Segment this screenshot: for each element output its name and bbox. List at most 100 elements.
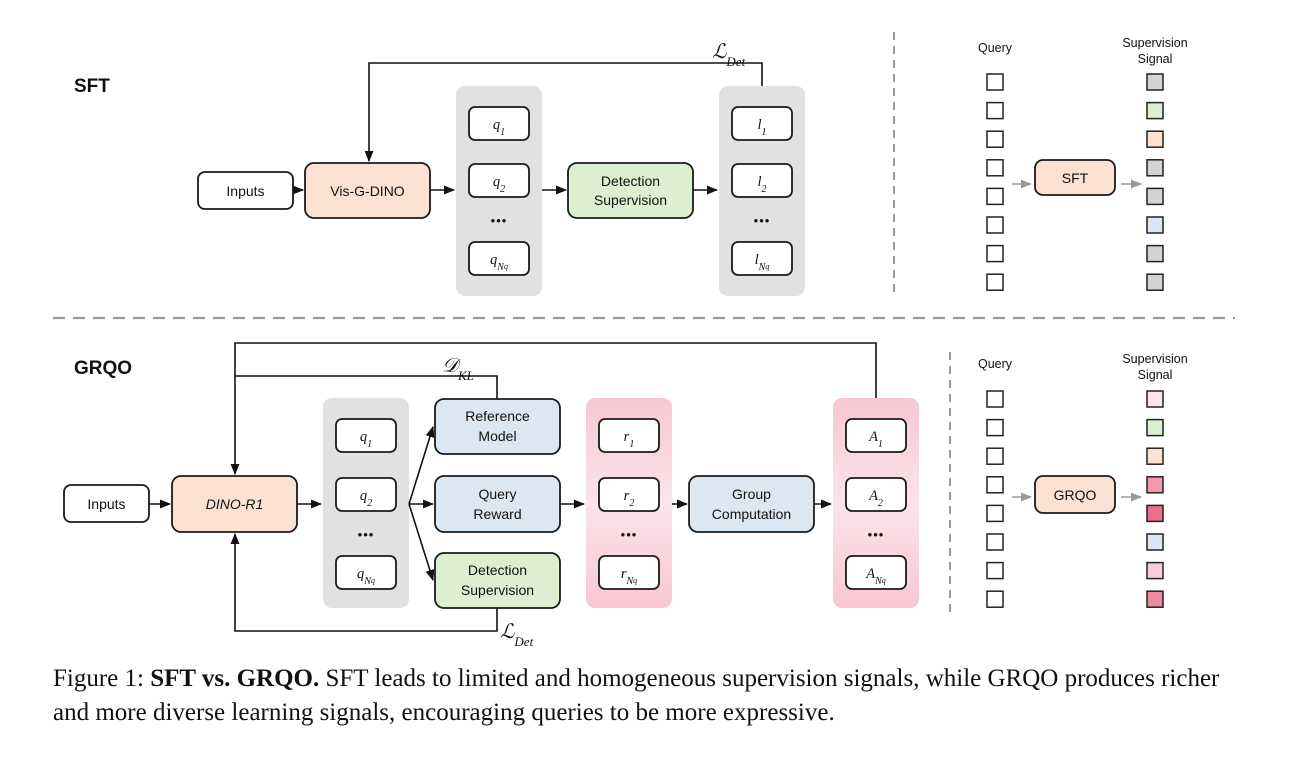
grqo-signal-square — [1146, 533, 1164, 551]
grqo-query-square — [986, 390, 1004, 408]
grqo-square-grid — [986, 390, 1164, 608]
grqo-reward-2: r2 — [624, 488, 635, 509]
grqo-kl-label: 𝒟KL — [442, 355, 474, 383]
grqo-model-label: DINO-R1 — [206, 496, 264, 512]
grqo-group-box — [688, 475, 815, 533]
sft-signal-header-2: Signal — [1138, 52, 1173, 66]
grqo-reward-label-2: Reward — [473, 506, 521, 522]
grqo-advantage-1: A1 — [868, 429, 883, 450]
grqo-query-2-box — [335, 477, 397, 512]
sft-label-1-box — [731, 106, 793, 141]
sft-inputs-label: Inputs — [226, 183, 264, 199]
grqo-signal-square — [1146, 390, 1164, 408]
grqo-advantage-n: ANq — [865, 566, 886, 587]
grqo-query-n-box — [335, 555, 397, 590]
grqo-query-1: q1 — [360, 429, 372, 450]
sft-signal-square — [1146, 101, 1164, 120]
sft-signal-square — [1146, 73, 1164, 91]
sft-method-box — [1034, 159, 1116, 196]
grqo-method-box — [1034, 475, 1116, 514]
sft-query-square — [986, 73, 1004, 91]
grqo-query-square — [986, 418, 1004, 437]
grqo-query-2: q2 — [360, 488, 372, 509]
grqo-query-square — [986, 590, 1004, 608]
grqo-advantage-2-box — [845, 477, 907, 512]
caption-text: SFT leads to limited and homogeneous sup… — [53, 665, 1220, 726]
grqo-loss-feedback-arrow — [230, 532, 498, 632]
sft-detection-label-1: Detection — [601, 173, 660, 189]
grqo-method-label: GRQO — [1054, 487, 1097, 503]
grqo-query-square — [986, 476, 1004, 494]
sft-signal-square — [1146, 187, 1164, 206]
grqo-arrow-to-reference — [408, 425, 435, 505]
grqo-query-square — [986, 447, 1004, 465]
grqo-query-square — [986, 504, 1004, 523]
grqo-query-header: Query — [978, 357, 1013, 371]
grqo-advantage-2: A2 — [868, 488, 883, 509]
grqo-query-1-box — [335, 418, 397, 453]
grqo-reward-1-box — [598, 418, 660, 453]
grqo-signal-square — [1146, 476, 1164, 494]
grqo-signal-square — [1146, 590, 1164, 608]
sft-query-square — [986, 159, 1004, 177]
sft-loss-feedback-arrow — [364, 62, 763, 163]
grqo-reward-2-box — [598, 477, 660, 512]
sft-query-square — [986, 273, 1004, 291]
grqo-reward-n: rNq — [621, 566, 637, 587]
grqo-signal-square — [1146, 418, 1164, 437]
grqo-reward-n-box — [598, 555, 660, 590]
sft-label-n-box — [731, 241, 793, 276]
sft-vs-grqo-diagram: SFT Inputs Vis-G-DINO q1 q2 ••• qNq Dete… — [53, 32, 1235, 649]
sft-signal-header-1: Supervision — [1122, 36, 1187, 50]
grqo-advantage-feedback-arrow — [230, 342, 877, 476]
grqo-reward-ellipsis: ••• — [621, 527, 638, 542]
grqo-detection-label-1: Detection — [468, 562, 527, 578]
grqo-advantage-1-box — [845, 418, 907, 453]
grqo-reward-label-1: Query — [478, 486, 516, 502]
sft-detection-label-2: Supervision — [594, 192, 667, 208]
grqo-signal-square — [1146, 447, 1164, 465]
grqo-reward-1: r1 — [624, 429, 635, 450]
sft-query-ellipsis: ••• — [491, 213, 508, 228]
sft-signal-square — [1146, 273, 1164, 291]
sft-signal-square — [1146, 159, 1164, 177]
grqo-reference-label-1: Reference — [465, 408, 530, 424]
figure-caption: Figure 1: SFT vs. GRQO. SFT leads to lim… — [53, 662, 1253, 730]
grqo-reference-label-2: Model — [478, 428, 516, 444]
sft-query-square — [986, 187, 1004, 206]
grqo-detection-label-2: Supervision — [461, 582, 534, 598]
sft-label-2: l2 — [757, 174, 766, 195]
sft-square-grid — [986, 73, 1164, 291]
grqo-advantage-ellipsis: ••• — [868, 527, 885, 542]
grqo-signal-square — [1146, 504, 1164, 523]
sft-query-1-box — [468, 106, 530, 141]
sft-method-label: SFT — [1062, 170, 1089, 186]
sft-query-square — [986, 244, 1004, 263]
sft-model-label: Vis-G-DINO — [330, 183, 405, 199]
sft-query-2: q2 — [493, 174, 505, 195]
sft-label-2-box — [731, 163, 793, 198]
sft-query-n: qNq — [490, 252, 508, 273]
sft-signal-square — [1146, 216, 1164, 234]
grqo-query-n: qNq — [357, 566, 375, 587]
sft-label-1: l1 — [757, 117, 766, 138]
grqo-query-square — [986, 533, 1004, 551]
caption-bold: SFT vs. GRQO. — [150, 665, 320, 692]
sft-query-square — [986, 216, 1004, 234]
grqo-arrow-to-detection — [408, 503, 435, 582]
grqo-query-ellipsis: ••• — [358, 527, 375, 542]
grqo-inputs-label: Inputs — [87, 496, 125, 512]
sft-query-1: q1 — [493, 117, 505, 138]
grqo-signal-header-1: Supervision — [1122, 352, 1187, 366]
sft-query-square — [986, 101, 1004, 120]
sft-signal-square — [1146, 130, 1164, 148]
sft-section-label: SFT — [74, 76, 110, 97]
sft-query-square — [986, 130, 1004, 148]
sft-query-header: Query — [978, 41, 1013, 55]
sft-label-ellipsis: ••• — [754, 213, 771, 228]
grqo-group-label-2: Computation — [712, 506, 791, 522]
caption-prefix: Figure 1: — [53, 665, 151, 692]
grqo-group-label-1: Group — [732, 486, 771, 502]
grqo-section-label: GRQO — [74, 358, 132, 379]
grqo-query-square — [986, 561, 1004, 580]
